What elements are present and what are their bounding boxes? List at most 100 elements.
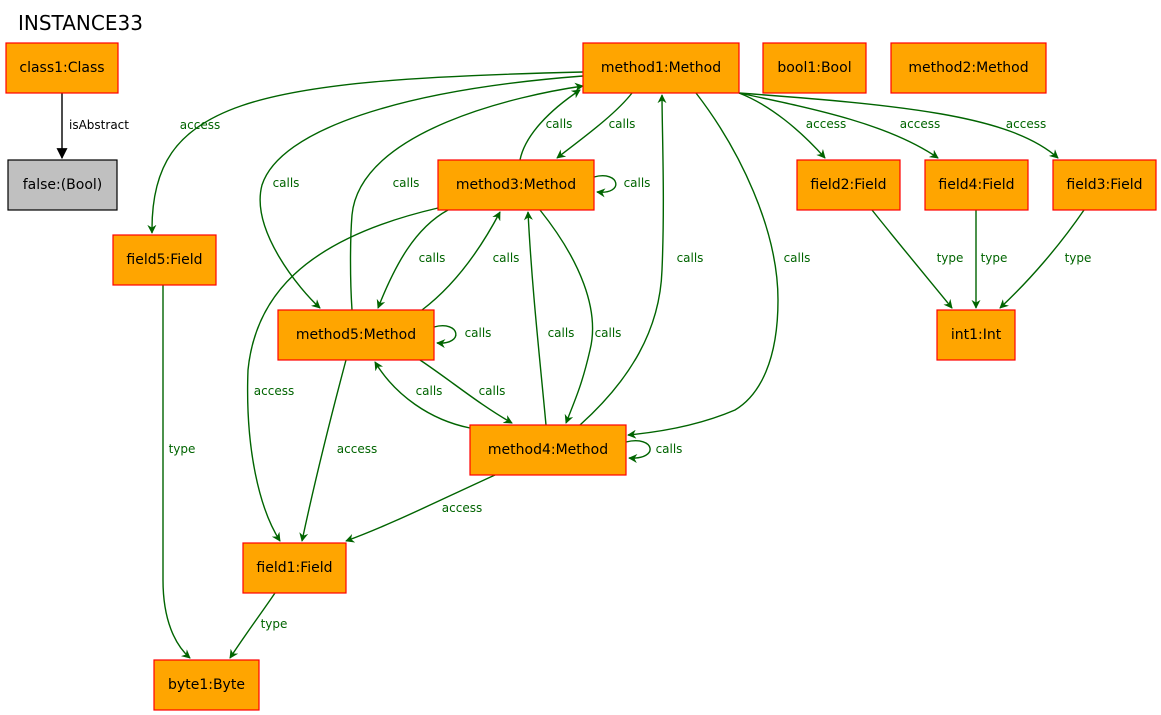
edge-method1-field4: access <box>738 92 940 159</box>
edge-line <box>579 94 667 426</box>
edge-line <box>229 592 276 659</box>
edge-line <box>299 359 347 542</box>
edge-method3-method1: calls <box>519 89 581 161</box>
edge-line <box>259 75 584 309</box>
edge-label: calls <box>465 326 492 340</box>
edge-line <box>421 211 501 311</box>
node-box <box>1052 159 1157 211</box>
edge-line <box>738 92 939 159</box>
node-label: method2:Method <box>908 60 1028 76</box>
edge-class1-false: isAbstract <box>56 93 129 160</box>
node-method3: method3:Method <box>437 159 595 211</box>
node-label: field1:Field <box>256 560 332 576</box>
edge-line <box>419 359 513 424</box>
edge-label: access <box>180 118 220 132</box>
node-field2: field2:Field <box>796 159 901 211</box>
edge-label: calls <box>479 384 506 398</box>
node-box <box>153 659 260 711</box>
edge-method3-field1: access <box>246 207 439 542</box>
edge-label: type <box>261 617 288 631</box>
edge-label: calls <box>609 117 636 131</box>
edges-layer: isAbstract access calls calls calls calls call… <box>56 71 1091 659</box>
edge-line <box>374 361 471 429</box>
node-method1: method1:Method <box>582 42 740 94</box>
node-label: int1:Int <box>951 327 1002 343</box>
edge-label: calls <box>784 251 811 265</box>
node-label: method4:Method <box>488 442 608 458</box>
edge-label: calls <box>493 251 520 265</box>
edge-label: calls <box>656 442 683 456</box>
edge-method4-method4: calls <box>625 440 683 464</box>
node-field4: field4:Field <box>924 159 1029 211</box>
edge-line <box>999 209 1085 309</box>
edge-line <box>523 211 547 426</box>
node-box <box>582 42 740 94</box>
edge-line <box>433 325 457 349</box>
edge-line <box>871 209 953 309</box>
edge-line <box>519 89 581 161</box>
edge-method1-method4: calls <box>627 92 811 439</box>
edge-label: access <box>337 442 377 456</box>
edge-label: calls <box>677 251 704 265</box>
edge-method1-method3: calls <box>556 92 636 159</box>
edge-method4-field1: access <box>345 474 496 543</box>
edge-label: access <box>900 117 940 131</box>
node-box <box>437 159 595 211</box>
edge-method3-method5: calls <box>376 209 449 309</box>
edge-label: access <box>806 117 846 131</box>
node-method4: method4:Method <box>469 424 627 476</box>
edge-method1-field2: access <box>738 92 846 159</box>
node-box <box>277 309 435 361</box>
edge-method1-field5: access <box>147 71 584 234</box>
node-label: byte1:Byte <box>168 677 245 693</box>
edge-label: calls <box>419 251 446 265</box>
edge-label: type <box>169 442 196 456</box>
node-label: false:(Bool) <box>23 177 103 193</box>
edge-field2-int1: type <box>871 209 964 309</box>
node-box <box>5 42 119 94</box>
node-label: field4:Field <box>938 177 1014 193</box>
edge-label: calls <box>416 384 443 398</box>
edge-method5-method5: calls <box>433 325 492 349</box>
edge-method1-field3: access <box>738 92 1059 159</box>
edge-label: access <box>1006 117 1046 131</box>
edge-label: calls <box>273 176 300 190</box>
node-box <box>469 424 627 476</box>
edge-line <box>246 207 439 542</box>
edge-line <box>539 209 594 424</box>
edge-line <box>593 175 617 198</box>
node-label: class1:Class <box>19 60 104 76</box>
node-label: field3:Field <box>1066 177 1142 193</box>
edge-method5-method1: calls <box>349 82 584 311</box>
edge-label: calls <box>546 117 573 131</box>
node-field1: field1:Field <box>242 542 347 594</box>
edge-label: type <box>937 251 964 265</box>
edge-field5-byte1: type <box>162 285 196 659</box>
node-box <box>112 234 217 286</box>
diagram-title: INSTANCE33 <box>18 11 143 35</box>
node-int1: int1:Int <box>936 309 1016 361</box>
edge-method1-method5: calls <box>259 75 584 309</box>
edge-field4-int1: type <box>971 210 1007 309</box>
node-label: method3:Method <box>456 177 576 193</box>
node-box <box>936 309 1016 361</box>
edge-label: calls <box>624 176 651 190</box>
node-box <box>890 42 1047 94</box>
node-box <box>924 159 1029 211</box>
edge-label: access <box>442 501 482 515</box>
node-label: method5:Method <box>296 327 416 343</box>
node-box <box>242 542 347 594</box>
edge-method5-field1: access <box>299 359 377 542</box>
node-label: field2:Field <box>810 177 886 193</box>
edge-method3-method3: calls <box>593 175 651 198</box>
edge-line <box>627 92 779 439</box>
edge-label: calls <box>548 326 575 340</box>
node-box <box>7 159 118 211</box>
edge-line <box>556 92 633 159</box>
edge-line <box>376 209 449 309</box>
node-byte1: byte1:Byte <box>153 659 260 711</box>
edge-line <box>625 440 651 464</box>
edge-label: access <box>254 384 294 398</box>
